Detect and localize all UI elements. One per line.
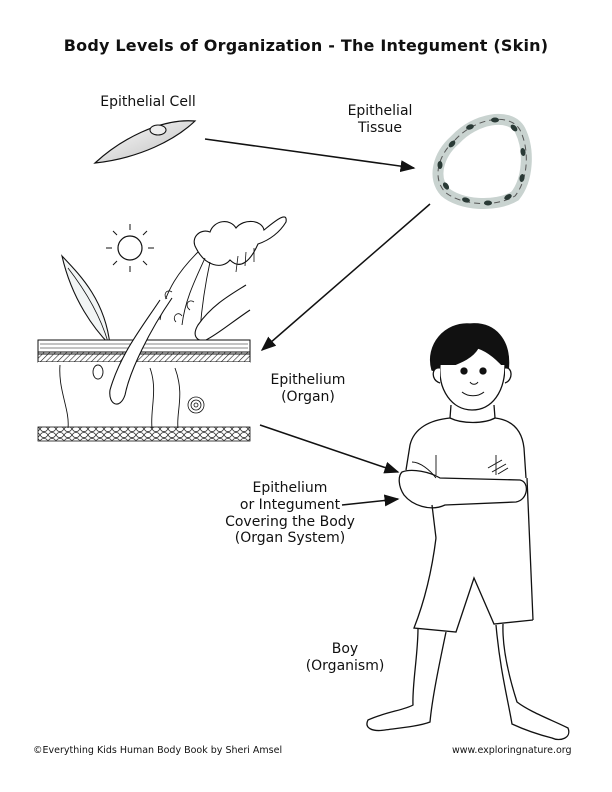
arrow-label-to-body [341,494,400,507]
arrow-cell-to-tissue [204,138,416,173]
page-title: Body Levels of Organization - The Integu… [63,36,549,55]
footer-website: www.exploringnature.org [452,745,572,756]
label-line: Epithelium [252,480,328,496]
label-epithelial-tissue: Epithelial Tissue [330,103,430,137]
epithelial-cell-illustration [93,120,197,164]
footer-credit: ©Everything Kids Human Body Book by Sher… [33,745,283,756]
label-organ-system: Epithelium or Integument Covering the Bo… [200,480,380,547]
arrow-tissue-to-organ [260,203,431,351]
label-epithelium-organ: Epithelium (Organ) [248,372,368,406]
label-line: Tissue [357,119,403,136]
label-line: Boy [331,641,359,657]
arrow-organ-to-organ-system [259,424,400,474]
label-line: (Organ) [281,388,335,405]
label-line: or Integument [239,496,341,513]
epithelial-tissue-illustration [432,113,532,210]
label-line: Covering the Body [225,513,355,530]
label-organism: Boy (Organism) [290,641,400,675]
label-epithelial-cell: Epithelial Cell [100,94,196,110]
label-line: Epithelium [270,372,346,388]
skin-cross-section-illustration [37,216,287,442]
label-line: (Organ System) [234,530,346,547]
boy-illustration [366,323,570,741]
label-line: (Organism) [305,657,385,674]
label-line: Epithelial [347,103,413,119]
